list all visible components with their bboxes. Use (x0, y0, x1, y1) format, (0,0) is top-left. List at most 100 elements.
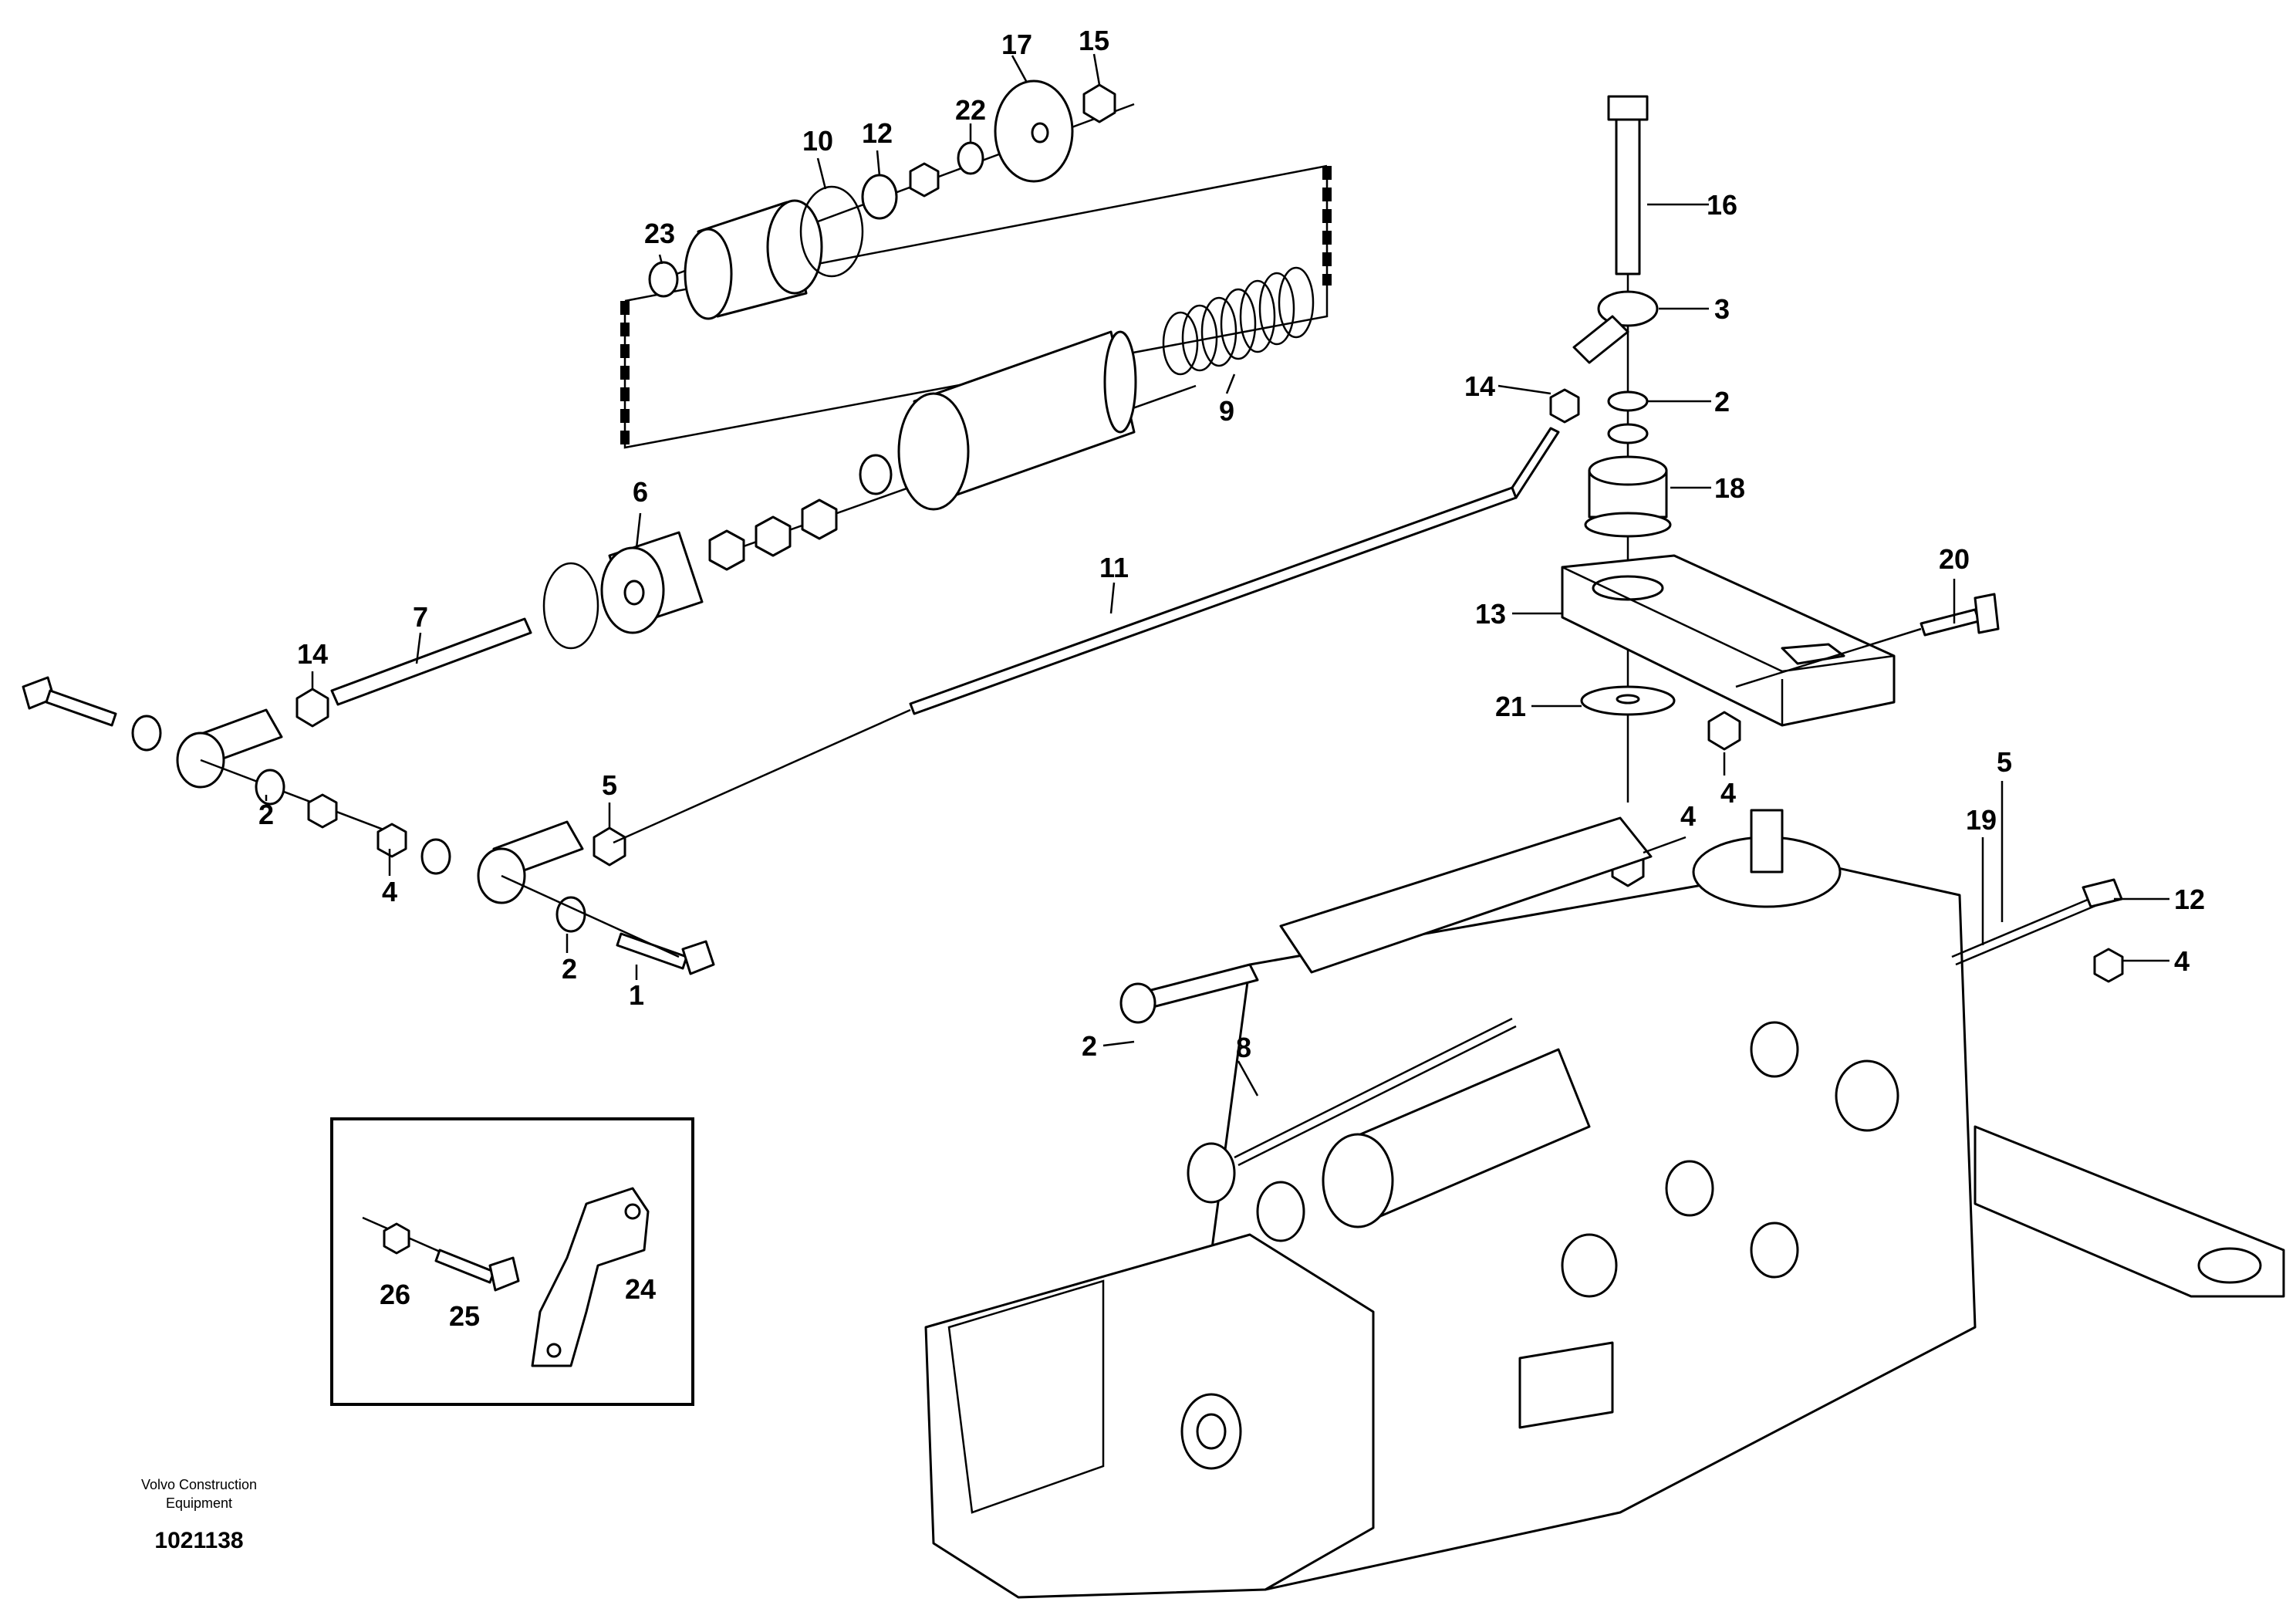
bracket-13-hole (1592, 575, 1664, 601)
bracket-24 (531, 1187, 650, 1367)
callout-8: 8 (1236, 1032, 1251, 1063)
ball-joint-3-stem (1572, 315, 1629, 364)
callout-25: 25 (449, 1300, 480, 1332)
left-linkage (22, 617, 715, 975)
callout-3: 3 (1714, 293, 1730, 325)
manufacturer-logo-plate (1518, 1341, 1614, 1429)
callout-20: 20 (1939, 543, 1970, 575)
washer-lower (859, 454, 893, 495)
spring-9 (1162, 266, 1315, 376)
callout-16: 16 (1707, 189, 1737, 221)
washer-2-left (255, 769, 285, 806)
bolt-20-head (1974, 593, 2000, 634)
callout-6: 6 (633, 476, 648, 508)
nut-lower-1 (801, 498, 838, 540)
callout-2-left: 2 (258, 799, 274, 830)
callout-5-left: 5 (602, 769, 617, 801)
bolt-20-shank (1920, 608, 1980, 637)
nut-26 (383, 1222, 410, 1255)
rod-end-2-eye (1119, 982, 1156, 1024)
nut-14-left (295, 688, 329, 728)
callout-5-right: 5 (1997, 746, 2012, 778)
cartridge-assembly (542, 79, 1332, 650)
pump-hex-plug (1835, 1059, 1899, 1132)
callout-2-top: 2 (1714, 386, 1730, 417)
bolt-1-shank (616, 932, 688, 970)
cylinder-housing-far (1103, 330, 1137, 434)
pump-mount-hole (2197, 1247, 2262, 1284)
callout-12-right: 12 (2174, 884, 2205, 915)
leader-lines (265, 53, 2169, 1097)
nut-4-pump-right (2093, 948, 2124, 983)
snap-ring-10 (799, 185, 864, 278)
callout-26: 26 (380, 1279, 410, 1310)
drawing-number: 1021138 (154, 1528, 243, 1553)
bolt-25-shank (434, 1249, 495, 1284)
bracket-13-slot (1781, 643, 1845, 665)
callout-12-top: 12 (862, 117, 893, 149)
bolt-1-head (681, 940, 715, 975)
bolt-upper-shank (45, 689, 117, 727)
inset-frame (330, 1117, 694, 1406)
cylinder-housing-end (897, 392, 970, 511)
washer-17-hole (1031, 122, 1049, 144)
cable-19 (1951, 894, 2099, 958)
nut-5-left (593, 826, 626, 867)
washer-left-lower (420, 838, 451, 875)
callout-4-left: 4 (382, 876, 397, 907)
washer-21-hole (1616, 694, 1640, 705)
bolt-16-head (1607, 95, 1649, 121)
washer-12 (861, 174, 898, 220)
callout-15: 15 (1079, 25, 1109, 56)
callout-17: 17 (1001, 29, 1032, 60)
callout-1: 1 (629, 979, 644, 1011)
actuator-cylinder-upper (1279, 816, 1653, 974)
washer-upper-left (131, 715, 162, 752)
fitting-left-1 (1187, 1142, 1236, 1204)
bracket-24-hole-bottom (546, 1343, 562, 1358)
washer-23 (648, 261, 679, 298)
pump-bolt-3 (1750, 1222, 1799, 1279)
snap-ring-6 (542, 562, 599, 650)
bushing-6-hole (623, 580, 645, 606)
company-name-line1: Volvo Construction (141, 1477, 257, 1492)
detail-inset (330, 1117, 694, 1406)
nut-left-mid (307, 793, 338, 829)
pump-bolt-2 (1665, 1160, 1714, 1217)
callout-13: 13 (1475, 598, 1506, 630)
rubber-mount-18-top (1588, 455, 1668, 486)
mount-assembly (1549, 95, 2000, 887)
cable-end-12 (2082, 878, 2123, 908)
callout-19: 19 (1966, 804, 1997, 836)
washer-2-top-b (1607, 423, 1649, 444)
bolt-25-head (488, 1256, 520, 1292)
cable-19b (1955, 901, 2103, 966)
nut-lower-3 (708, 529, 745, 571)
control-line-8 (1234, 1017, 1513, 1159)
hydraulic-pump (924, 809, 2285, 1599)
locknut-22 (957, 141, 984, 175)
callout-7: 7 (413, 601, 428, 633)
callout-14-left: 14 (297, 638, 328, 670)
pump-front-cover (947, 1279, 1105, 1514)
callout-21: 21 (1495, 691, 1526, 722)
callout-14-right: 14 (1464, 370, 1495, 402)
nut-15 (1082, 83, 1116, 123)
bushing-23-far (766, 199, 823, 295)
callout-18: 18 (1714, 472, 1745, 504)
nut-14-right (1549, 388, 1580, 424)
callout-2-lower: 2 (562, 953, 577, 985)
actuator-cylinder-8-end (1322, 1133, 1394, 1228)
nut-4-left (376, 823, 407, 858)
pump-hex-plug-2 (1561, 1233, 1618, 1298)
callout-23: 23 (644, 218, 675, 249)
pump-gear-section (924, 1233, 1375, 1599)
axis-left-lower (501, 874, 680, 958)
nut-4-bracket (1707, 711, 1741, 751)
control-line-8b (1237, 1025, 1517, 1167)
bushing-23-end (684, 228, 733, 320)
pump-bolt-1 (1750, 1021, 1799, 1078)
callout-10: 10 (802, 125, 833, 157)
callout-24: 24 (625, 1273, 656, 1305)
fitting-left-2 (1256, 1181, 1305, 1242)
